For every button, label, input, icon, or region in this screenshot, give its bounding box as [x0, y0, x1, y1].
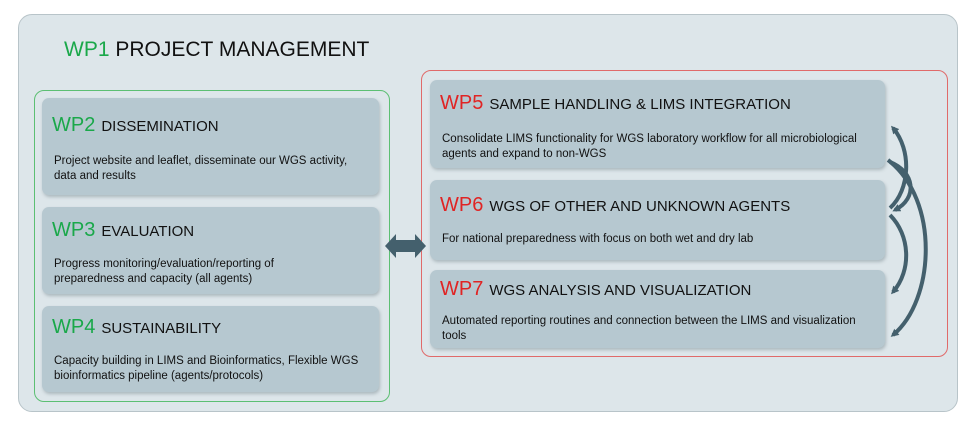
wp6-description: For national preparedness with focus on …: [442, 233, 754, 245]
wp2-number: WP2: [52, 114, 96, 136]
wp5-number: WP5: [440, 92, 484, 114]
wp7-card: WP7 WGS ANALYSIS AND VISUALIZATION Automa…: [430, 270, 885, 348]
wp1-title: WP1 PROJECT MANAGEMENT: [64, 38, 369, 62]
wp6-number: WP6: [440, 194, 484, 216]
wp7-description: Automated reporting routines and connect…: [442, 315, 856, 342]
wp2-label: DISSEMINATION: [101, 118, 219, 135]
bidirectional-arrow-icon: [385, 234, 426, 258]
wp1-number: WP1: [64, 38, 110, 61]
wp3-card: WP3 EVALUATION Progress monitoring/evalua…: [42, 207, 379, 294]
cycle-arrow-wp6-to-wp5: [888, 125, 909, 210]
wp6-label: WGS OF OTHER AND UNKNOWN AGENTS: [489, 198, 791, 215]
wp3-description: Progress monitoring/evaluation/reporting…: [54, 258, 274, 285]
wp7-number: WP7: [440, 278, 484, 300]
cycle-arrow-wp5-to-wp7: [886, 158, 928, 337]
wp3-label: EVALUATION: [101, 223, 195, 240]
wp4-label: SUSTAINABILITY: [101, 320, 222, 337]
cycle-arrow-wp6-to-wp7: [888, 213, 909, 295]
wp4-description: Capacity building in LIMS and Bioinforma…: [54, 355, 359, 382]
wp2-description: Project website and leaflet, disseminate…: [54, 155, 348, 182]
wp4-number: WP4: [52, 316, 96, 338]
wp5-description: Consolidate LIMS functionality for WGS l…: [442, 133, 857, 160]
wp2-card: WP2 DISSEMINATION Project website and lea…: [42, 98, 379, 195]
wp4-card: WP4 SUSTAINABILITY Capacity building in L…: [42, 306, 379, 392]
wp7-label: WGS ANALYSIS AND VISUALIZATION: [489, 282, 752, 299]
wp5-label: SAMPLE HANDLING & LIMS INTEGRATION: [489, 96, 791, 113]
wp3-number: WP3: [52, 219, 96, 241]
right-workpackage-group: [421, 70, 948, 357]
wp5-card: WP5 SAMPLE HANDLING & LIMS INTEGRATION Co…: [430, 80, 885, 168]
wp1-label: PROJECT MANAGEMENT: [115, 38, 370, 61]
wp6-card: WP6 WGS OF OTHER AND UNKNOWN AGENTS For n…: [430, 180, 885, 260]
